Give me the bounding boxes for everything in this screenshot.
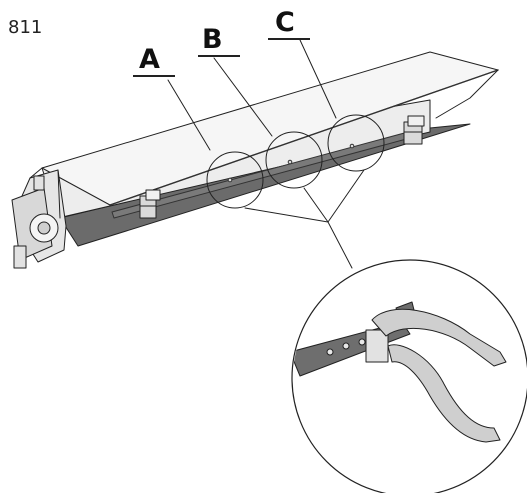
strip-hole [227, 177, 233, 183]
left-tab [33, 175, 45, 191]
detail-strip-hole [342, 342, 350, 350]
callout-underline-c [268, 38, 310, 40]
left-clip [139, 189, 161, 219]
strip-hole [349, 143, 355, 149]
converge-line-c [327, 169, 365, 223]
leader-line-b [213, 57, 273, 137]
callout-label-c: C [275, 7, 295, 38]
strip-hole [287, 159, 293, 165]
leader-line-a [167, 79, 211, 151]
detail-strip-hole [326, 348, 334, 356]
cover-edge [109, 69, 499, 206]
callout-label-b: B [202, 24, 223, 55]
converge-line-b [303, 187, 329, 223]
callout-underline-b [198, 55, 240, 57]
left-gear-hub [37, 221, 51, 235]
pliers-lower-jaw [387, 344, 501, 443]
callout-label-a: A [139, 44, 160, 75]
right-clip [403, 115, 425, 145]
position-circle-b [265, 131, 323, 189]
figure-number: 811 [8, 17, 43, 38]
pliers-jaw-highlight [403, 342, 453, 377]
position-circle-c [327, 114, 385, 172]
leader-line-c [299, 39, 337, 119]
converge-line-main [327, 221, 353, 269]
cover-fold [435, 69, 499, 119]
pliers-upper-jaw [371, 308, 507, 367]
detail-strip-hole [358, 338, 366, 346]
left-frame-line [57, 169, 61, 219]
callout-underline-a [133, 75, 175, 77]
position-circle-a [206, 151, 264, 209]
left-foot [13, 245, 27, 269]
guide-line [29, 167, 43, 179]
detail-circle [291, 259, 527, 497]
converge-line-a [244, 207, 329, 223]
